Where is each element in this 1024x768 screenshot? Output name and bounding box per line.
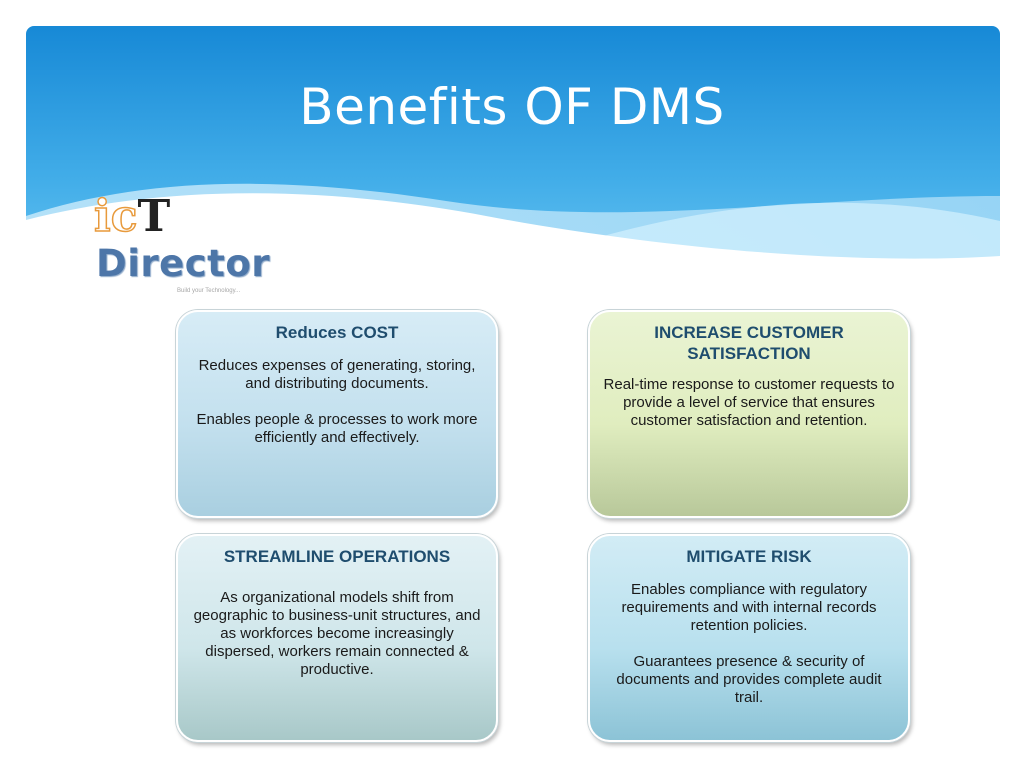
title-banner bbox=[26, 26, 1000, 288]
card-paragraph: Reduces expenses of generating, storing,… bbox=[198, 357, 476, 392]
card-paragraph: Enables people & processes to work more … bbox=[196, 411, 478, 446]
ict-director-logo: icT Director Build your Technology... bbox=[92, 191, 292, 302]
card-body: Enables compliance with regulatory requi… bbox=[602, 581, 896, 707]
card-paragraph: Guarantees presence & security of docume… bbox=[616, 653, 882, 706]
card-paragraph: Enables compliance with regulatory requi… bbox=[621, 581, 877, 634]
logo-wordmark: Director bbox=[96, 242, 271, 285]
card-streamline-operations: STREAMLINE OPERATIONS As organizational … bbox=[176, 534, 498, 742]
card-body: As organizational models shift from geog… bbox=[190, 589, 484, 679]
card-increase-customer-satisfaction: INCREASE CUSTOMER SATISFACTION Real-time… bbox=[588, 310, 910, 518]
logo-mark: icT bbox=[93, 191, 171, 243]
card-title: INCREASE CUSTOMER SATISFACTION bbox=[654, 323, 844, 363]
card-reduces-cost: Reduces COST Reduces expenses of generat… bbox=[176, 310, 498, 518]
card-body: Real-time response to customer requests … bbox=[602, 376, 896, 430]
wave-background bbox=[26, 26, 1000, 288]
card-title: Reduces COST bbox=[275, 323, 399, 342]
card-mitigate-risk: MITIGATE RISK Enables compliance with re… bbox=[588, 534, 910, 742]
card-paragraph: Real-time response to customer requests … bbox=[603, 376, 895, 429]
logo-t: T bbox=[137, 191, 171, 242]
card-title: STREAMLINE OPERATIONS bbox=[223, 547, 451, 566]
card-title: MITIGATE RISK bbox=[686, 547, 812, 566]
logo-tagline: Build your Technology... bbox=[177, 288, 241, 294]
slide-title: Benefits OF DMS bbox=[299, 78, 725, 136]
card-body: Reduces expenses of generating, storing,… bbox=[190, 357, 484, 447]
logo-ic: ic bbox=[93, 191, 138, 243]
card-paragraph: As organizational models shift from geog… bbox=[193, 589, 481, 678]
